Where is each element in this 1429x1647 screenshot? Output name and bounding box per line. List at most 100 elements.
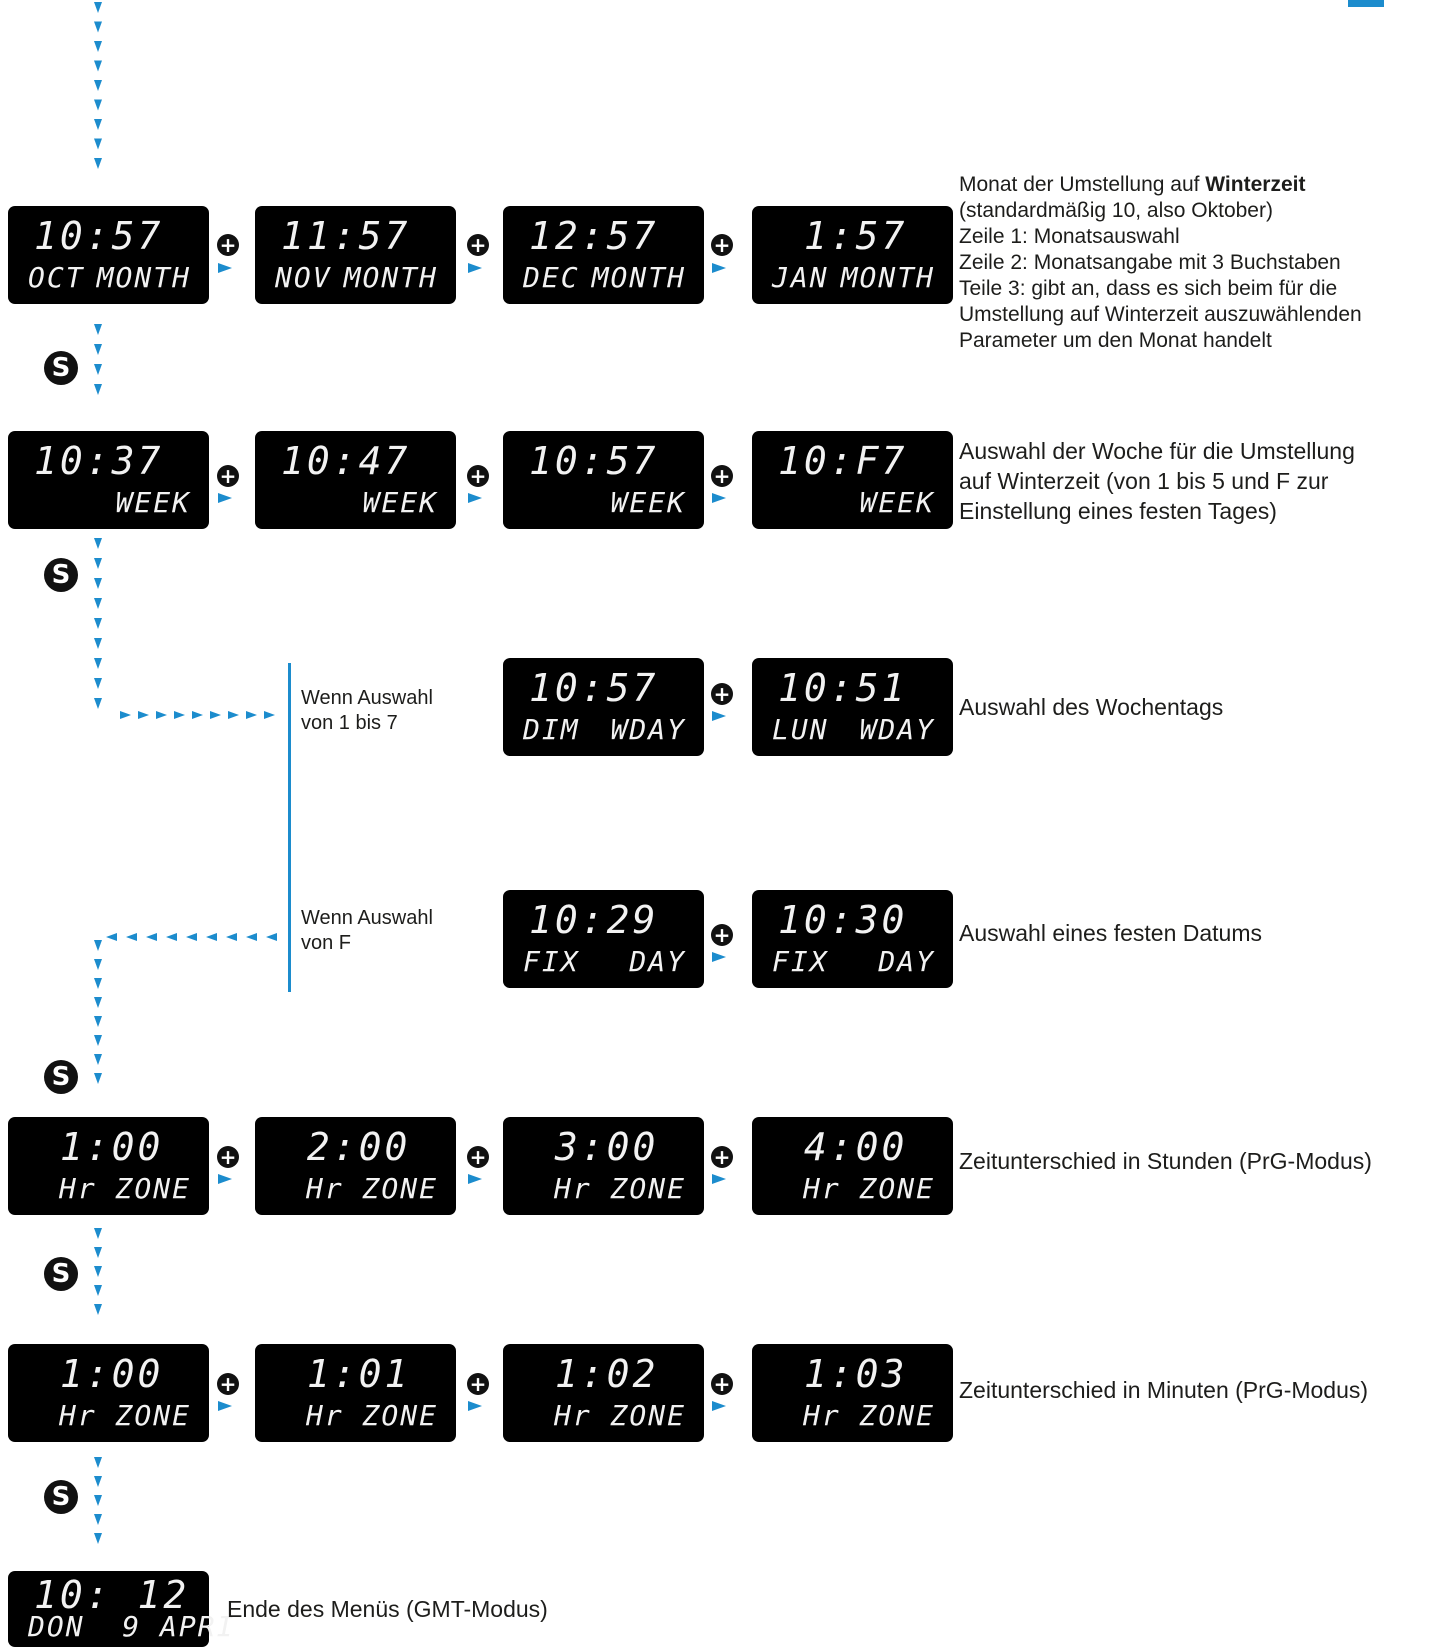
display-week-f: 10:F7 WEEK: [752, 431, 953, 529]
right-arrow-icon: [228, 711, 239, 719]
display-line2: WEEK: [859, 486, 935, 519]
down-arrow-icon: [94, 1228, 102, 1239]
next-arrow-icon: [712, 493, 726, 503]
plus-button[interactable]: +: [217, 465, 239, 487]
down-arrow-icon: [94, 1495, 102, 1506]
s-button[interactable]: S: [44, 1257, 78, 1291]
down-arrow-icon: [94, 959, 102, 970]
down-arrow-icon: [94, 1514, 102, 1525]
plus-button[interactable]: +: [467, 234, 489, 256]
display-line1: 3:00: [529, 1125, 659, 1169]
s-button[interactable]: S: [44, 1480, 78, 1514]
display-line2: Hr ZONE: [802, 1172, 935, 1205]
s-button[interactable]: S: [44, 351, 78, 385]
annotation-winter-month: Monat der Umstellung auf Winterzeit (sta…: [959, 173, 1362, 352]
display-line2: Hr ZONE: [553, 1172, 686, 1205]
display-line1: 10:37: [34, 439, 164, 483]
down-arrow-icon: [94, 41, 102, 52]
display-week-4: 10:47 WEEK: [255, 431, 456, 529]
left-arrow-icon: [266, 933, 277, 941]
display-week-5: 10:57 WEEK: [503, 431, 704, 529]
branch-label-f: Wenn Auswahl von F: [301, 907, 433, 954]
down-arrow-icon: [94, 1533, 102, 1544]
down-arrow-icon: [94, 1476, 102, 1487]
down-arrow-icon: [94, 364, 102, 375]
left-arrow-icon: [186, 933, 197, 941]
display-line2: Hr ZONE: [802, 1399, 935, 1432]
plus-button[interactable]: +: [217, 1146, 239, 1168]
down-arrow-icon: [94, 60, 102, 72]
branch-label-1-7: Wenn Auswahl von 1 bis 7: [301, 687, 433, 734]
right-arrow-icon: [210, 711, 221, 719]
down-arrow-icon: [94, 1457, 102, 1468]
display-line2: Hr ZONE: [305, 1399, 438, 1432]
plus-button[interactable]: +: [467, 1146, 489, 1168]
down-arrow-icon: [94, 2, 102, 13]
annotation-hours: Zeitunterschied in Stunden (PrG-Modus): [959, 1148, 1372, 1174]
down-arrow-icon: [94, 158, 102, 169]
right-arrow-icon: [246, 711, 257, 719]
left-arrow-icon: [126, 933, 137, 941]
plus-button[interactable]: +: [711, 1146, 733, 1168]
next-arrow-icon: [218, 1174, 232, 1184]
display-line1: 1:00: [34, 1125, 164, 1169]
display-line2: WEEK: [362, 486, 438, 519]
s-button[interactable]: S: [44, 1060, 78, 1094]
display-line1: 1:03: [778, 1352, 908, 1396]
left-arrow-icon: [106, 933, 117, 941]
plus-button[interactable]: +: [711, 234, 733, 256]
plus-button[interactable]: +: [711, 465, 733, 487]
display-end: 10: 12 DON 9 APRI: [8, 1571, 233, 1647]
display-line1: 1:57: [778, 214, 908, 258]
next-arrow-icon: [468, 493, 482, 503]
next-arrow-icon: [218, 493, 232, 503]
plus-button[interactable]: +: [711, 1373, 733, 1395]
display-min-1: 1:01 Hr ZONE: [255, 1344, 456, 1442]
down-arrow-icon: [94, 138, 102, 150]
display-hr-2: 2:00 Hr ZONE: [255, 1117, 456, 1215]
next-arrow-icon: [468, 263, 482, 273]
display-line2: Hr ZONE: [58, 1399, 191, 1432]
left-arrow-icon: [146, 933, 157, 941]
display-line1: 1:00: [34, 1352, 164, 1396]
down-arrow-icon: [94, 1016, 102, 1027]
annotation-fixed-date: Auswahl eines festen Datums: [959, 920, 1262, 946]
down-arrow-icon: [94, 978, 102, 989]
plus-button[interactable]: +: [467, 465, 489, 487]
annotation-end: Ende des Menüs (GMT-Modus): [227, 1596, 548, 1622]
plus-button[interactable]: +: [467, 1373, 489, 1395]
display-line2: Hr ZONE: [58, 1172, 191, 1205]
display-line1: 10:30: [778, 898, 908, 942]
display-line2: WEEK: [610, 486, 686, 519]
left-arrow-icon: [206, 933, 217, 941]
down-arrow-icon: [94, 698, 102, 709]
down-arrow-icon: [94, 578, 102, 589]
down-arrow-icon: [94, 1285, 102, 1296]
down-arrow-icon: [94, 678, 102, 689]
down-arrow-icon: [94, 538, 102, 549]
down-arrow-icon: [94, 1054, 102, 1065]
down-arrow-icon: [94, 1247, 102, 1258]
plus-button[interactable]: +: [217, 234, 239, 256]
plus-button[interactable]: +: [711, 683, 733, 705]
down-arrow-icon: [94, 1304, 102, 1315]
annotation-week: Auswahl der Woche für die Umstellung auf…: [959, 438, 1355, 524]
plus-button[interactable]: +: [217, 1373, 239, 1395]
right-arrow-icon: [192, 711, 203, 719]
next-arrow-icon: [712, 263, 726, 273]
plus-button[interactable]: +: [711, 924, 733, 946]
next-arrow-icon: [468, 1174, 482, 1184]
s-button[interactable]: S: [44, 558, 78, 592]
down-arrow-icon: [94, 80, 102, 91]
